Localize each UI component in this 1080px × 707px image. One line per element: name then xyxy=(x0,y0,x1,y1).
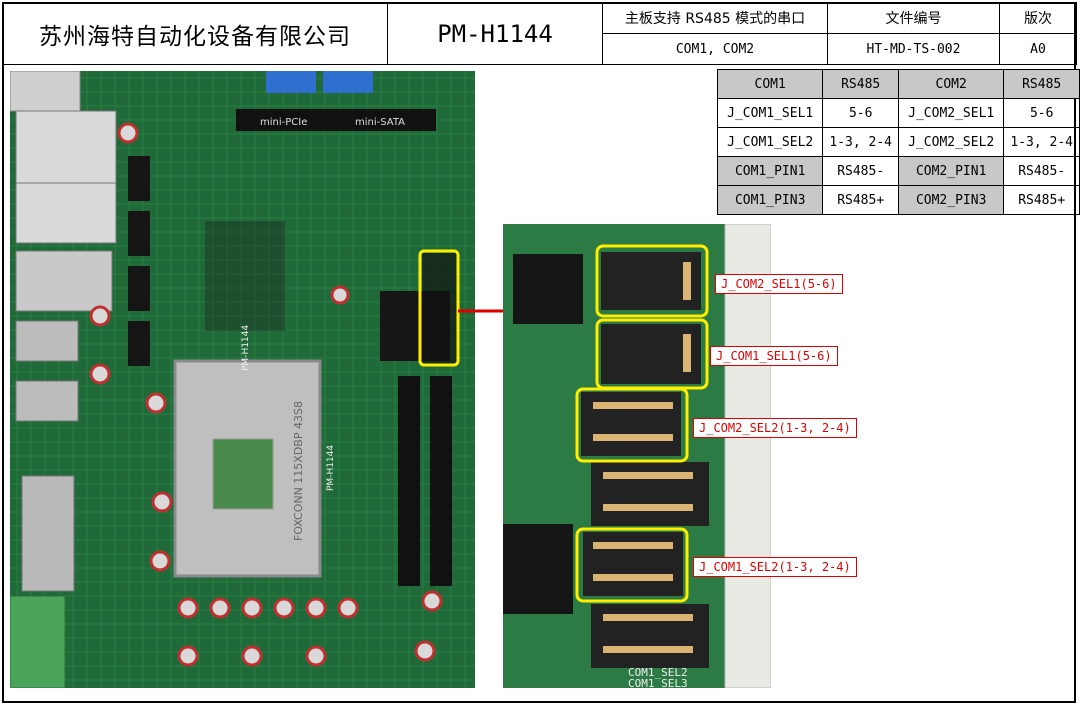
callout-com1-sel1: J_COM1_SEL1(5-6) xyxy=(710,346,838,366)
doc-ports: COM1, COM2 xyxy=(602,33,828,65)
table-cell: 1-3, 2-4 xyxy=(1003,127,1080,157)
silk-com1-sel2: COM1_SEL2 xyxy=(628,666,688,679)
silk-model-2: PM-H1144 xyxy=(326,445,336,491)
zoom-illustration: COM1_SEL2 COM1_SEL3 xyxy=(503,224,771,688)
table-cell: COM2_PIN3 xyxy=(897,185,1005,215)
table-cell: RS485- xyxy=(822,156,899,186)
table-cell: RS485 xyxy=(1003,69,1080,99)
table-cell: 1-3, 2-4 xyxy=(822,127,899,157)
silk-model-1: PM-H1144 xyxy=(241,325,251,371)
model-number: PM-H1144 xyxy=(387,2,603,65)
board-illustration: mini-PCIe mini-SATA FOXCONN 115XDBP 43S8… xyxy=(10,71,475,688)
highlight-box xyxy=(418,249,460,367)
table-cell: COM2_PIN1 xyxy=(897,156,1005,186)
highlight-boxes xyxy=(575,244,709,603)
table-cell: 5-6 xyxy=(822,98,899,128)
table-row: COM1 RS485 COM2 RS485 xyxy=(716,69,1080,99)
table-cell: RS485- xyxy=(1003,156,1080,186)
table-cell: COM2 xyxy=(897,69,1005,99)
silk-mini-sata: mini-SATA xyxy=(355,117,405,128)
table-cell: RS485+ xyxy=(1003,185,1080,215)
table-cell: RS485 xyxy=(822,69,899,99)
silk-mini-pcie: mini-PCIe xyxy=(260,117,307,128)
table-row: J_COM1_SEL2 1-3, 2-4 J_COM2_SEL2 1-3, 2-… xyxy=(716,127,1080,157)
title-block: 苏州海特自动化设备有限公司 PM-H1144 主板支持 RS485 模式的串口 … xyxy=(2,2,1077,65)
version-label: 版次 xyxy=(999,2,1077,34)
callout-com2-sel2: J_COM2_SEL2(1-3, 2-4) xyxy=(693,418,857,438)
table-cell: COM1 xyxy=(716,69,824,99)
version: A0 xyxy=(999,33,1077,65)
table-cell: COM1_PIN1 xyxy=(716,156,824,186)
table-row: COM1_PIN1 RS485- COM2_PIN1 RS485- xyxy=(716,156,1080,186)
jumper-table: COM1 RS485 COM2 RS485 J_COM1_SEL1 5-6 J_… xyxy=(716,69,1080,215)
table-cell: J_COM1_SEL1 xyxy=(716,98,824,128)
silk-com1-sel3: COM1_SEL3 xyxy=(628,677,688,688)
board-photo: mini-PCIe mini-SATA FOXCONN 115XDBP 43S8… xyxy=(10,71,475,688)
silk-foxconn: FOXCONN 115XDBP 43S8 xyxy=(292,401,305,541)
callout-com2-sel1: J_COM2_SEL1(5-6) xyxy=(715,274,843,294)
zoom-photo: COM1_SEL2 COM1_SEL3 xyxy=(503,224,771,688)
table-row: COM1_PIN3 RS485+ COM2_PIN3 RS485+ xyxy=(716,185,1080,215)
table-cell: COM1_PIN3 xyxy=(716,185,824,215)
table-cell: RS485+ xyxy=(822,185,899,215)
callout-com1-sel2: J_COM1_SEL2(1-3, 2-4) xyxy=(693,557,857,577)
table-cell: J_COM2_SEL1 xyxy=(897,98,1005,128)
table-cell: J_COM1_SEL2 xyxy=(716,127,824,157)
doc-number-label: 文件编号 xyxy=(827,2,1000,34)
doc-number: HT-MD-TS-002 xyxy=(827,33,1000,65)
table-cell: J_COM2_SEL2 xyxy=(897,127,1005,157)
table-cell: 5-6 xyxy=(1003,98,1080,128)
table-row: J_COM1_SEL1 5-6 J_COM2_SEL1 5-6 xyxy=(716,98,1080,128)
company-name: 苏州海特自动化设备有限公司 xyxy=(2,2,388,65)
doc-description: 主板支持 RS485 模式的串口 xyxy=(602,2,828,34)
